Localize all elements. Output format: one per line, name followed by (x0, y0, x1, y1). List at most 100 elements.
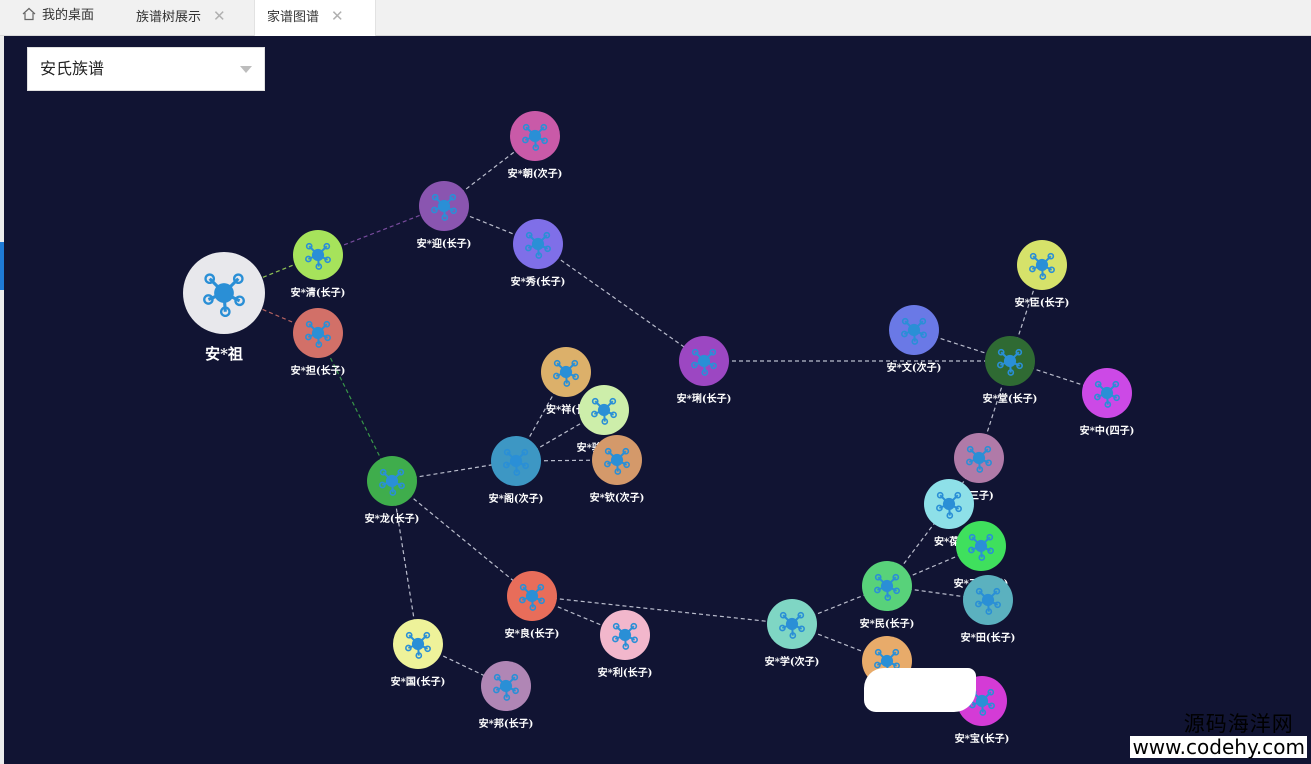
graph-node-ying[interactable]: 安*迎(长子) (417, 181, 472, 250)
graph-node-xue[interactable]: 安*学(次子) (765, 599, 820, 668)
node-label: 安*琍(长子) (677, 392, 732, 405)
graph-node-dan[interactable]: 安*担(长子) (291, 308, 346, 377)
node-label: 安*迎(长子) (417, 237, 472, 250)
graph-node-chen[interactable]: 安*臣(长子) (1015, 240, 1070, 309)
graph-edge (391, 480, 533, 597)
tab-family-tree[interactable]: 族谱树展示 ✕ (124, 0, 238, 35)
network-icon (203, 273, 245, 318)
graph-node-n3a[interactable]: (三子) (954, 433, 1004, 502)
tab-genealogy-graph[interactable]: 家谱图谱 ✕ (254, 0, 376, 36)
node-label: 安*民(长子) (860, 617, 915, 630)
node-label: 安*堂(长子) (983, 392, 1038, 405)
node-label: 安*祖 (205, 345, 243, 363)
graph-node-ge[interactable]: 安*阁(次子) (489, 436, 544, 505)
close-icon[interactable]: ✕ (331, 7, 344, 25)
node-label: 安*国(长子) (391, 675, 446, 688)
network-icon (591, 397, 617, 425)
network-icon (691, 348, 717, 376)
network-icon (936, 491, 962, 519)
graph-canvas[interactable]: 安氏族谱 安*祖 安*清(长子) 安*担(长子) 安*迎(长子) 安*朝(次子) 安*秀(… (4, 36, 1311, 764)
network-icon (519, 583, 545, 611)
chevron-down-icon (240, 66, 252, 73)
watermark: 源码海洋网 www.codehy.com (1130, 712, 1307, 758)
node-label: 安*利(长子) (598, 666, 653, 679)
network-icon (779, 611, 805, 639)
network-icon (553, 359, 579, 387)
graph-node-tang[interactable]: 安*堂(长子) (983, 336, 1038, 405)
network-icon (975, 587, 1001, 615)
node-label: 安*秀(长子) (511, 275, 566, 288)
graph-node-min[interactable]: 安*民(长子) (860, 561, 915, 630)
graph-node-chao[interactable]: 安*朝(次子) (508, 111, 563, 180)
network-icon (1094, 380, 1120, 408)
graph-svg: 安*祖 安*清(长子) 安*担(长子) 安*迎(长子) 安*朝(次子) 安*秀(长子) 安*… (183, 111, 1135, 745)
graph-node-xiu[interactable]: 安*秀(长子) (511, 219, 566, 288)
tab-my-desktop[interactable]: 我的桌面 (10, 0, 106, 35)
graph-node-qing[interactable]: 安*清(长子) (291, 230, 346, 299)
network-icon (997, 348, 1023, 376)
tab-bar: 我的桌面 族谱树展示 ✕ 家谱图谱 ✕ (0, 0, 1311, 36)
network-icon (874, 648, 900, 676)
graph-node-jun[interactable]: 安*骏(长子) (577, 385, 632, 454)
graph-node-qin[interactable]: 安*钦(次子) (590, 435, 645, 504)
tab-my-desktop-label: 我的桌面 (42, 8, 95, 23)
graph-node-li[interactable]: 安*利(长子) (598, 610, 653, 679)
watermark-url: www.codehy.com (1130, 735, 1307, 759)
node-label: 安*田(长子) (961, 631, 1016, 644)
node-label: 安*文(次子) (887, 361, 942, 374)
node-label: 安*龙(长子) (365, 512, 420, 525)
network-icon (522, 123, 548, 151)
tab-family-tree-label: 族谱树展示 (136, 10, 202, 25)
network-icon (305, 320, 331, 348)
graph-edge (537, 243, 705, 362)
node-label: 安*朝(次子) (508, 167, 563, 180)
graph-edge (531, 595, 793, 625)
node-label: 安*祥(长 (546, 403, 587, 416)
left-edge (0, 36, 4, 764)
node-label: 安*钦(次子) (590, 491, 645, 504)
network-icon (525, 231, 551, 259)
node-label: 安*臣(长子) (1015, 296, 1070, 309)
redaction-patch (864, 668, 976, 712)
graph-node-lang[interactable]: 安*琍(长子) (677, 336, 732, 405)
node-label: 安*邦(长子) (479, 717, 534, 730)
network-icon (431, 193, 457, 221)
graph-edge (443, 135, 536, 207)
close-icon[interactable]: ✕ (213, 7, 226, 25)
network-icon (305, 242, 331, 270)
graph-node-liang[interactable]: 安*良(长子) (505, 571, 560, 640)
graph-node-tian[interactable]: 安*田(长子) (961, 575, 1016, 644)
graph-node-bang[interactable]: 安*邦(长子) (479, 661, 534, 730)
side-marker (0, 242, 4, 290)
network-icon (503, 448, 529, 476)
graph-node-long[interactable]: 安*龙(长子) (365, 456, 420, 525)
network-icon (379, 468, 405, 496)
network-icon (1029, 252, 1055, 280)
graph-node-zhong[interactable]: 安*中(四子) (1080, 368, 1135, 437)
network-icon (968, 533, 994, 561)
node-label: 安*学(次子) (765, 655, 820, 668)
watermark-text: 源码海洋网 (1183, 712, 1294, 736)
graph-node-root[interactable]: 安*祖 (183, 252, 265, 363)
network-icon (612, 622, 638, 650)
graph-node-wen[interactable]: 安*文(次子) (887, 305, 942, 374)
network-icon (493, 673, 519, 701)
graph-node-bao[interactable]: 安*葆( (924, 479, 974, 548)
network-icon (604, 447, 630, 475)
genealogy-select[interactable]: 安氏族谱 (27, 47, 265, 91)
node-label: 安*中(四子) (1080, 424, 1135, 437)
graph-node-guo[interactable]: 安*国(长子) (391, 619, 446, 688)
graph-node-xiang[interactable]: 安*祥(长 (541, 347, 591, 416)
node-label: 安*宝(长子) (955, 732, 1010, 745)
node-label: 安*良(长子) (505, 627, 560, 640)
network-icon (874, 573, 900, 601)
network-icon (405, 631, 431, 659)
genealogy-select-value: 安氏族谱 (40, 59, 105, 78)
network-icon (969, 688, 995, 716)
home-icon (22, 7, 36, 21)
tab-genealogy-graph-label: 家谱图谱 (267, 10, 320, 25)
network-icon (901, 317, 927, 345)
node-label: 安*担(长子) (291, 364, 346, 377)
node-label: 安*清(长子) (291, 286, 346, 299)
node-label: 安*阁(次子) (489, 492, 544, 505)
